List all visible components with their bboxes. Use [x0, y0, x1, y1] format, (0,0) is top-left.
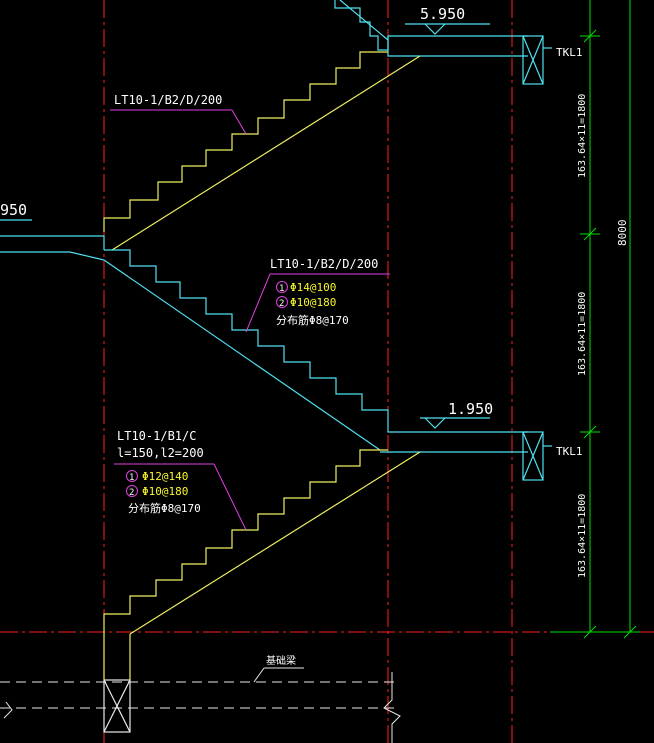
top-flight-leader: [110, 109, 247, 135]
top-elevation-marker: [405, 23, 490, 35]
middle-cyan-flight: [103, 249, 528, 453]
middle-bar1-spec: Φ14@100: [290, 281, 336, 294]
foundation-box: [103, 679, 131, 733]
bottom-bar1-number: 1: [129, 473, 134, 483]
bottom-bar2-spec: Φ10@180: [142, 485, 188, 498]
dimension-total: 8000: [616, 220, 629, 247]
left-elevation-text: 950: [0, 201, 27, 219]
top-flight-label: LT10-1/B2/D/200: [114, 93, 222, 107]
middle-beam: [522, 431, 552, 481]
top-elevation-text: 5.950: [420, 5, 465, 23]
upper-cyan-flight: [334, 0, 528, 57]
ground-lines: [0, 672, 401, 743]
middle-distribution: 分布筋Φ8@170: [276, 313, 349, 327]
middle-flight-label: LT10-1/B2/D/200: [270, 257, 378, 271]
ground-label-leader: [253, 667, 304, 683]
lower-yellow-flight: [103, 449, 421, 680]
bottom-flight-leader: [114, 463, 247, 531]
middle-bar2-number: 2: [279, 299, 284, 309]
bottom-flight-lengths: l=150,l2=200: [117, 446, 204, 460]
left-landing: [0, 219, 105, 261]
top-beam-label: TKL1: [556, 46, 583, 59]
dimension-bottom-segment: 163.64×11=1800: [577, 494, 588, 578]
bottom-bar1-spec: Φ12@140: [142, 470, 188, 483]
middle-elevation-text: 1.950: [448, 400, 493, 418]
middle-bar1-number: 1: [279, 284, 284, 294]
middle-beam-label: TKL1: [556, 445, 583, 458]
middle-elevation-marker: [420, 417, 490, 429]
bottom-distribution: 分布筋Φ8@170: [128, 501, 201, 515]
middle-bar2-spec: Φ10@180: [290, 296, 336, 309]
dimension-middle-segment: 163.64×11=1800: [577, 292, 588, 376]
dimension-top-segment: 163.64×11=1800: [577, 94, 588, 178]
bottom-flight-label: LT10-1/B1/C: [117, 429, 196, 443]
middle-flight-leader: [245, 273, 390, 333]
upper-yellow-flight: [103, 51, 421, 251]
dimension-lines: [550, 0, 640, 639]
bottom-bar2-number: 2: [129, 488, 134, 498]
top-beam: [522, 35, 552, 85]
ground-label-text: 基础梁: [266, 654, 296, 667]
